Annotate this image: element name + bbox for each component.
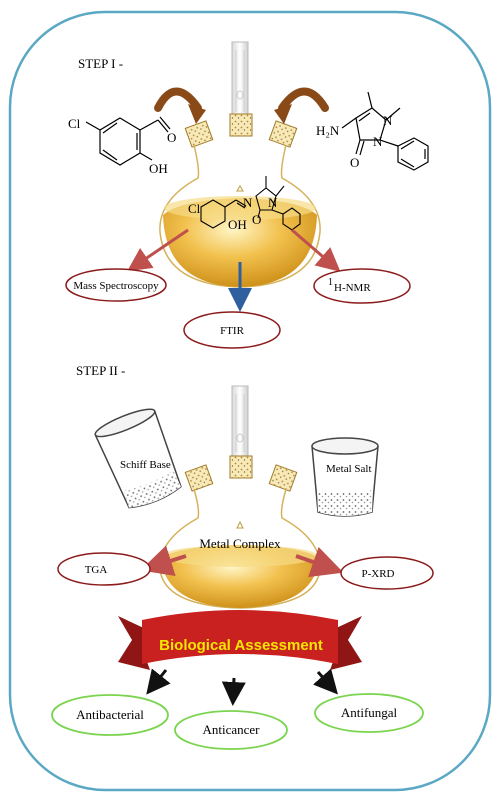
metal-complex-label: Metal Complex (199, 536, 281, 551)
left-curved-arrow (154, 87, 202, 112)
tga-oval (57, 552, 151, 586)
product-o: O (252, 212, 261, 227)
product-structure (200, 176, 301, 231)
reactant2-nh2: H₂N (316, 123, 340, 138)
reactant1-cl: Cl (68, 116, 81, 131)
anticancer-label: Anticancer (202, 722, 260, 737)
arrow-to-mass (127, 228, 189, 272)
pxrd-oval (340, 556, 434, 590)
anticancer-oval (174, 710, 288, 750)
mass-spectroscopy-oval (65, 268, 167, 302)
left-neck-collar-2 (184, 464, 214, 492)
mass-spectroscopy-label: Mass Spectroscopy (73, 280, 159, 292)
arrow-to-antifungal (313, 668, 338, 695)
reactant2-n1: N (383, 113, 393, 128)
arrow-to-anticancer (221, 677, 246, 706)
reactant2-structure (341, 91, 429, 171)
schiff-base-beaker (94, 408, 182, 509)
reactant1-o: O (167, 130, 176, 145)
right-curved-arrow (278, 87, 329, 112)
metal-salt-beaker (311, 437, 379, 517)
reactant1-structure (85, 116, 171, 166)
antifungal-oval (314, 693, 424, 733)
left-neck-collar (184, 120, 214, 148)
antibacterial-label: Antibacterial (76, 707, 144, 722)
antifungal-label: Antifungal (341, 705, 398, 720)
biological-assessment-text: Biological Assessment (159, 637, 323, 654)
schiff-base-label: Schiff Base (120, 459, 171, 471)
product-cl: Cl (188, 201, 201, 216)
right-neck-collar (268, 120, 298, 148)
right-neck-collar-2 (268, 464, 298, 492)
product-oh: OH (228, 217, 247, 232)
arrow-to-pxrd (295, 546, 344, 578)
arrow-to-antibacterial (146, 668, 171, 695)
product-n: N (243, 195, 253, 210)
product-n2: N (268, 195, 278, 210)
arrow-to-tga (140, 545, 187, 577)
step1-flask (159, 41, 321, 288)
outer-frame (8, 10, 492, 792)
center-neck-collar (229, 113, 253, 137)
step1-label: STEP I - (78, 56, 123, 71)
ftir-oval (183, 311, 281, 349)
arrow-to-nmr (291, 228, 341, 272)
reactant1-oh: OH (149, 161, 168, 176)
tga-label: TGA (85, 564, 108, 576)
metal-salt-label: Metal Salt (326, 463, 372, 475)
nmr-sup: 1 (328, 277, 333, 288)
step2-flask (159, 385, 321, 609)
step2-label: STEP II - (76, 363, 125, 378)
ftir-label: FTIR (220, 325, 245, 337)
antibacterial-oval (51, 694, 169, 736)
biological-assessment-banner (118, 610, 362, 670)
center-neck-collar-2 (229, 455, 253, 479)
reactant2-n2: N (373, 134, 383, 149)
reactant2-o: O (350, 155, 359, 170)
pxrd-label: P-XRD (361, 568, 394, 580)
nmr-label: H-NMR (334, 282, 371, 294)
nmr-oval (313, 268, 411, 304)
